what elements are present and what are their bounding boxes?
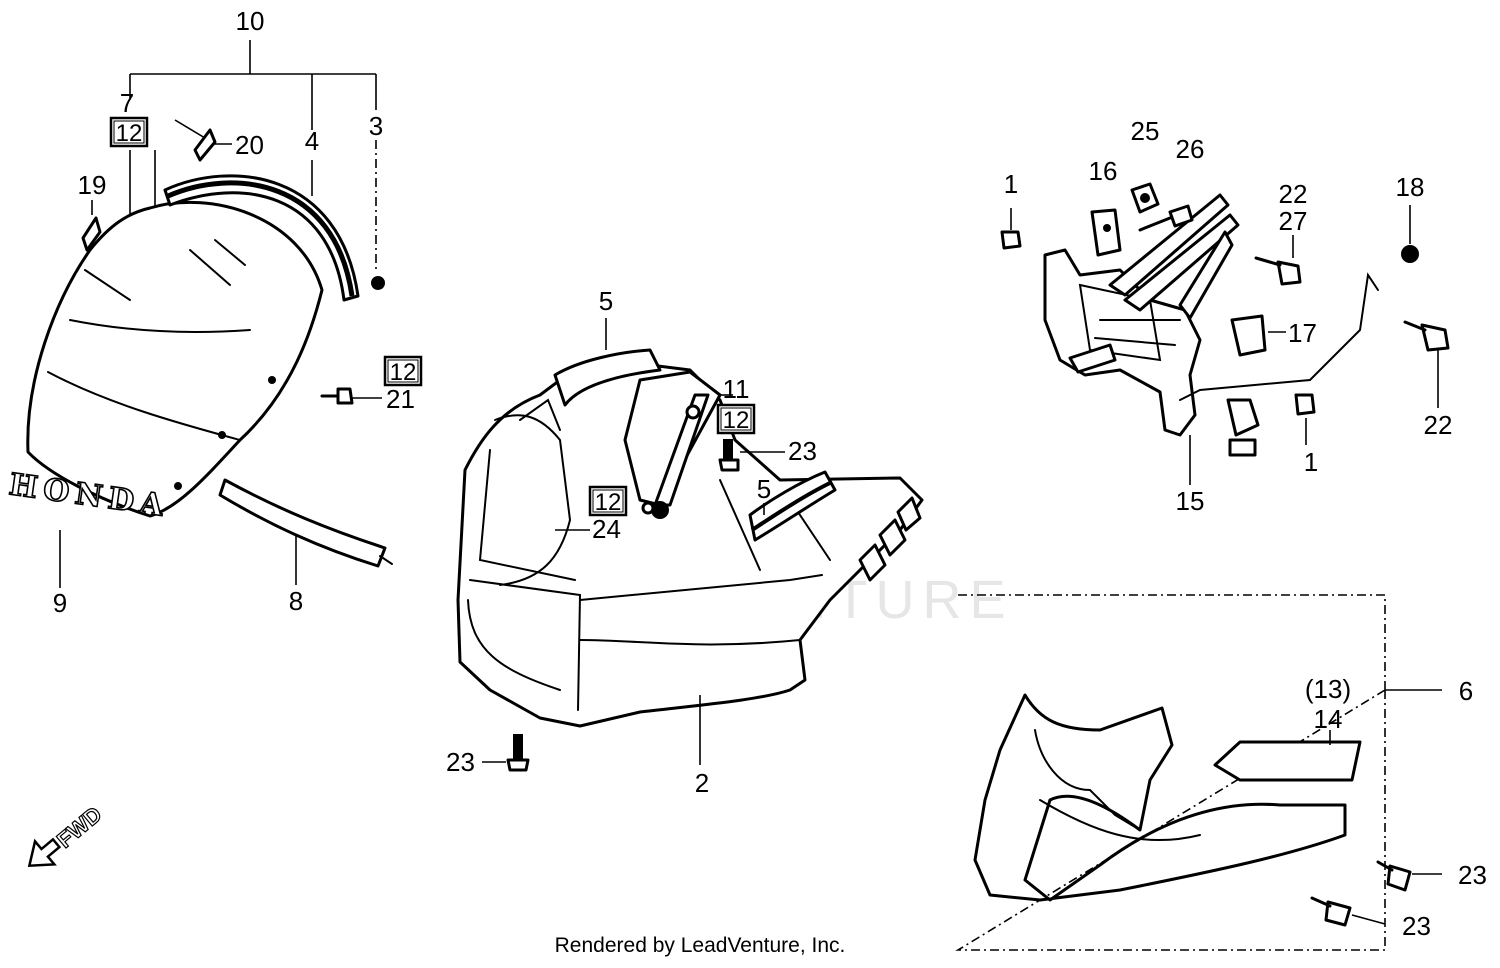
callout-1-top: 1 [1004,169,1018,199]
bolt-22 [1254,256,1302,286]
callout-24: 24 [592,514,621,544]
screw-23-b [506,758,530,772]
callout-23-bottom: 23 [446,747,475,777]
boxed-12-a: 12 [116,120,143,147]
upper-cowl-group [456,318,924,772]
rubber-1-a [1000,230,1022,250]
footer-text: Rendered by LeadVenture, Inc. [554,934,846,957]
lower-cowl [973,693,1347,902]
callout-11: 11 [723,374,750,404]
callout-27: 27 [1279,206,1308,236]
callout-26: 26 [1176,134,1205,164]
lower-cowl-group [955,594,1442,951]
screw-23-a [718,458,740,472]
lower-trim [218,478,387,568]
callout-9: 9 [53,588,67,618]
rubber-1-b [1294,393,1316,416]
callout-7: 7 [120,88,134,118]
callout-15: 15 [1176,486,1205,516]
screw-21 [320,387,354,405]
screw-23-d [1310,896,1352,927]
callout-22-right: 22 [1424,410,1453,440]
callout-10: 10 [236,6,265,36]
callout-14: 14 [1314,704,1343,734]
fwd-arrow: FWD [27,801,107,868]
lower-panel [1213,740,1362,782]
boxed-12-d: 12 [595,489,622,516]
callout-6: 6 [1459,676,1473,706]
fwd-label: FWD [52,801,106,852]
callout-20: 20 [235,130,264,160]
clip-16 [1090,208,1122,257]
callout-21: 21 [386,384,415,414]
callout-19: 19 [78,170,107,200]
callout-17: 17 [1288,318,1317,348]
callout-5-right: 5 [757,474,771,504]
callout-13: (13) [1305,674,1351,704]
bolt-22-b [1403,320,1450,352]
cowl-stay-group [1000,182,1450,485]
clip-17 [1230,314,1267,357]
callout-8: 8 [289,586,303,616]
screw-23-c [1376,860,1412,892]
callout-23-cowl: 23 [788,436,817,466]
callout-23-lower-a: 23 [1458,860,1487,890]
callout-1-bottom: 1 [1304,447,1318,477]
clip-19 [81,216,102,252]
windscreen [26,200,324,518]
clip-20 [193,128,217,162]
callout-2: 2 [695,768,709,798]
callout-3: 3 [369,111,383,141]
callout-18: 18 [1396,172,1425,202]
boxed-callouts: 12 12 12 12 [109,116,756,517]
rubber-pad-top [553,348,662,407]
callout-5-top: 5 [599,286,613,316]
bolt-26 [1138,204,1194,232]
callout-4: 4 [305,126,319,156]
windscreen-group: HONDA [6,40,393,588]
boxed-12-b: 12 [390,359,417,386]
callout-16: 16 [1089,156,1118,186]
callout-labels: 10 7 4 3 20 19 21 9 8 5 11 23 5 24 2 23 … [53,6,1487,941]
grommet [371,276,385,290]
windscreen-trim [163,174,360,302]
boxed-12-c: 12 [723,407,750,434]
callout-23-lower-b: 23 [1402,911,1431,941]
nut-18 [1401,245,1419,263]
footer-credit: Rendered by LeadVenture, Inc. [0,934,1500,958]
callout-25: 25 [1131,116,1160,146]
callout-22-top: 22 [1279,179,1308,209]
